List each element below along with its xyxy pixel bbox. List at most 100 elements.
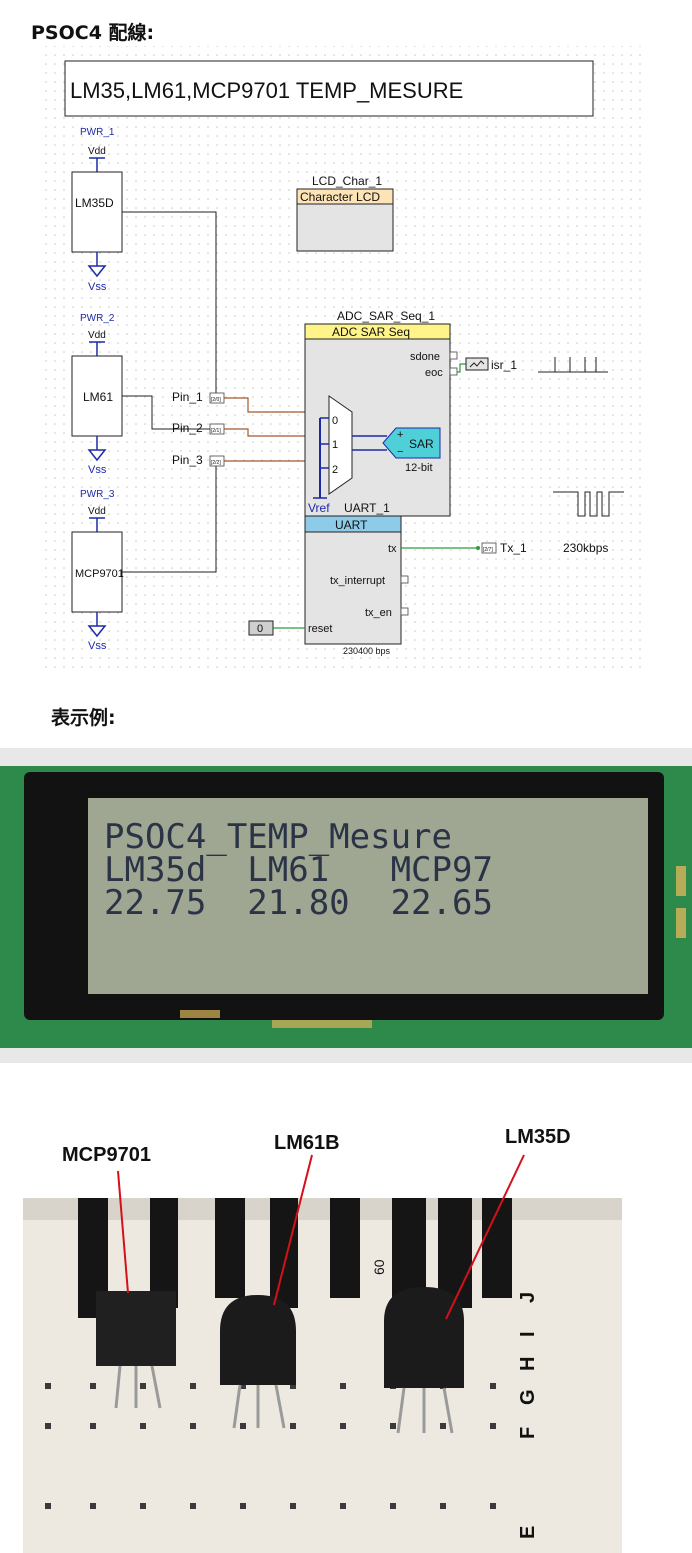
lm35d-label: LM35D [75, 196, 114, 210]
lcd-instance-label: LCD_Char_1 [312, 174, 382, 188]
pwr-1-label: PWR_1 [80, 127, 115, 138]
vss-3-label: Vss [88, 640, 107, 652]
vss-2-label: Vss [88, 464, 107, 476]
sar-plus: + [397, 429, 403, 441]
vdd-2-label: Vdd [88, 330, 106, 341]
lcd-line-2: LM35d LM61 MCP97 [104, 850, 493, 890]
mcp9701-block[interactable] [71, 531, 123, 613]
vss-1-label: Vss [88, 281, 107, 293]
leader-lm35d [445, 1154, 525, 1320]
sensor-lm61b [220, 1295, 296, 1429]
breadboard-row-g: G [517, 1389, 539, 1405]
pin-2-label: Pin_2 [172, 421, 203, 435]
vss-3-symbol [87, 625, 107, 638]
adc-eoc-terminal[interactable] [449, 367, 458, 376]
mcp9701-label: MCP9701 [75, 568, 124, 580]
isr-component[interactable] [465, 357, 489, 371]
tx-pin-terminal[interactable] [481, 542, 497, 554]
breadboard-holes [45, 1383, 496, 1509]
vdd-3-label: Vdd [88, 506, 106, 517]
sar-resolution: 12-bit [405, 462, 433, 474]
serial-rate-label: 230kbps [563, 541, 608, 555]
adc-instance-label: ADC_SAR_Seq_1 [337, 309, 435, 323]
uart-instance-label: UART_1 [344, 501, 390, 515]
reset-constant-value: 0 [257, 623, 263, 635]
adc-vref-label: Vref [308, 501, 330, 515]
leader-lm61b [273, 1154, 313, 1306]
mux-input-0: 0 [332, 415, 338, 427]
adc-eoc-label: eoc [425, 367, 443, 379]
uart-tx-en-label: tx_en [365, 607, 392, 619]
vdd-1-label: Vdd [88, 146, 106, 157]
wire-lm35d-pin1 [122, 211, 217, 398]
lcd-photo: PSOC4_TEMP_Mesure LM35d LM61 MCP97 22.75… [0, 748, 692, 1063]
leader-mcp9701 [117, 1170, 129, 1294]
breadboard-row-h: H [517, 1357, 539, 1371]
mux-input-1: 1 [332, 439, 338, 451]
sensor-lm35d [384, 1287, 464, 1434]
wire-lm61-pin2 [122, 395, 210, 430]
pin-2-tag: [2/1] [211, 428, 221, 434]
wire-pin2-mux1 [224, 428, 329, 437]
uart-tx-interrupt-label: tx_interrupt [330, 575, 385, 587]
lm61-label: LM61 [83, 390, 113, 404]
adc-sdone-terminal[interactable] [449, 351, 458, 360]
label-lm61b: LM61B [274, 1132, 340, 1154]
lcd-type-label: Character LCD [300, 190, 380, 204]
schematic-title: LM35,LM61,MCP9701 TEMP_MESURE [70, 78, 463, 103]
uart-tx-en-terminal[interactable] [400, 607, 409, 616]
lcd-screen [88, 798, 648, 994]
breadboard-row-j: J [517, 1292, 539, 1303]
lcd-header [296, 188, 394, 205]
wire-tx-end [476, 546, 480, 550]
lcd-line-3: 22.75 21.80 22.65 [104, 883, 493, 923]
lm61-block[interactable] [71, 355, 123, 437]
adc-mux[interactable] [328, 395, 353, 495]
uart-reset-label: reset [308, 623, 332, 635]
wire-pin1-mux0 [224, 397, 329, 413]
uart-type-label: UART [335, 518, 368, 532]
heading-display-example: 表示例: [51, 707, 116, 729]
lcd-line-1: PSOC4_TEMP_Mesure [104, 817, 452, 857]
isr-symbol [469, 360, 485, 368]
uart-tx-interrupt-terminal[interactable] [400, 575, 409, 584]
lm35d-block[interactable] [71, 171, 123, 253]
serial-waveform [553, 491, 624, 517]
vss-2-symbol [87, 449, 107, 462]
label-mcp9701: MCP9701 [62, 1144, 151, 1166]
adc-header [304, 323, 451, 340]
breadboard-row-i: I [517, 1331, 539, 1337]
wire-eoc-isr [457, 363, 466, 373]
pin-3-label: Pin_3 [172, 453, 203, 467]
schematic-diagram: LM35,LM61,MCP9701 TEMP_MESURE PWR_1 Vdd … [38, 46, 642, 672]
pin-1-label: Pin_1 [172, 390, 203, 404]
wire-mcp9701-pin3 [122, 466, 217, 573]
pwr-3-label: PWR_3 [80, 489, 115, 500]
tx-pin-tag: [2/7] [483, 547, 493, 553]
pcb-pads [180, 866, 686, 1028]
pin-1-tag: [2/0] [211, 397, 221, 403]
pulse-waveform [538, 357, 608, 373]
breadboard-photo: 60 J I H G F E MCP9701 LM61B LM35D [23, 1126, 622, 1553]
breadboard [23, 1198, 622, 1553]
uart-tx-label: tx [388, 543, 397, 555]
sar-block[interactable] [382, 427, 441, 459]
uart-baud-label: 230400 bps [343, 646, 391, 656]
label-lm35d: LM35D [505, 1126, 571, 1148]
adc-sdone-label: sdone [410, 351, 440, 363]
isr-label: isr_1 [491, 358, 517, 372]
breadboard-rail [23, 1198, 622, 1220]
sar-minus: − [397, 446, 403, 458]
mux-input-2: 2 [332, 464, 338, 476]
vss-1-symbol [87, 265, 107, 278]
pwr-2-label: PWR_2 [80, 313, 115, 324]
breadboard-row-f: F [517, 1427, 539, 1439]
breadboard-column-number: 60 [371, 1259, 387, 1275]
heading-wiring: PSOC4 配線: [31, 22, 155, 44]
schematic-title-box [64, 60, 594, 117]
tx-pin-label: Tx_1 [500, 541, 527, 555]
sensor-mcp9701 [96, 1291, 176, 1409]
breadboard-row-e: E [517, 1526, 539, 1539]
uart-header [304, 515, 402, 533]
adc-type-label: ADC SAR Seq [332, 325, 410, 339]
